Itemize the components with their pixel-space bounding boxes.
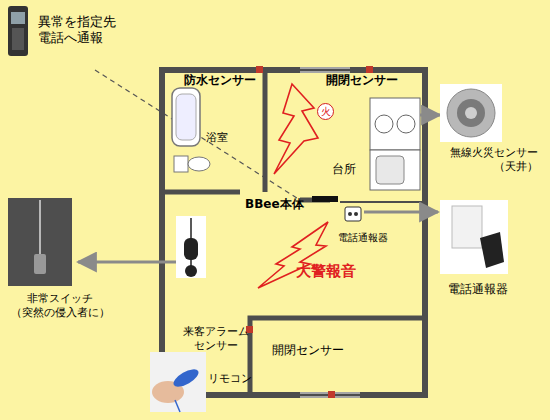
remote [171,366,201,390]
phone-screen [11,12,25,24]
sensor-marker [366,66,373,73]
sensor-label: 来客アラーム センサー [176,325,256,353]
room-name: 浴室 [206,131,236,145]
signal-line [95,70,300,200]
bathtub-inner [176,94,196,140]
dialer-handset [480,232,504,268]
pointer-arrow [420,114,440,117]
radio-signal [274,84,318,174]
device-label: 電話通報器 [338,232,398,245]
sink [370,150,420,190]
callout-note: 異常を指定先 電話へ通報 [38,14,122,47]
toilet-tank [174,156,188,172]
mobile-phone [8,6,28,56]
fire-sensor-photo [440,84,502,142]
fire-sensor-center [465,107,477,119]
bathtub [172,88,200,146]
chime-magnet [185,265,197,277]
device-caption: リモコン [208,372,268,386]
dialer-dot [354,212,358,216]
chime-photo [176,216,206,278]
burner [375,115,393,133]
inner-wall [162,70,425,395]
sensor-marker [328,391,335,398]
inner-wall [340,201,425,203]
sensor-label: 防水センサー [184,73,264,88]
alarm-label: 大警報音 [296,262,376,281]
pointer-arrow [364,211,438,214]
fire-mark: 火 [321,107,331,117]
remote-strap [175,400,180,412]
sensor-label: 開閉センサー [272,343,352,358]
outer-wall [162,70,425,395]
chime-body [184,238,198,260]
sensor-label: 開閉センサー [326,73,406,88]
pointer-arrow [78,261,176,264]
fire-sensor-grille [457,99,485,127]
dialer-icon [345,207,361,221]
dialer-unit [452,206,482,248]
main-unit [312,196,338,202]
fire-symbol: 火 [317,103,334,120]
stove [370,98,420,150]
dialer-photo [440,200,508,274]
dialer-dot [348,212,352,216]
switch-body [34,254,46,274]
burner [397,115,415,133]
device-caption: 無線火災センサー （天井） [438,146,538,174]
toilet-bowl [188,157,210,171]
chime-cord [190,218,192,240]
device-label: BBee本体 [245,197,315,212]
sink-bowl [376,156,404,184]
device-caption: 非常スイッチ （突然の侵入者に） [4,292,116,320]
remote-photo [150,352,206,412]
switch-photo [8,198,72,286]
phone-keys [12,28,24,50]
device-caption: 電話通報器 [448,282,528,297]
sensor-marker [256,66,263,73]
room-name: 台所 [332,162,362,177]
switch-cord [39,200,41,255]
fire-sensor [447,89,495,137]
